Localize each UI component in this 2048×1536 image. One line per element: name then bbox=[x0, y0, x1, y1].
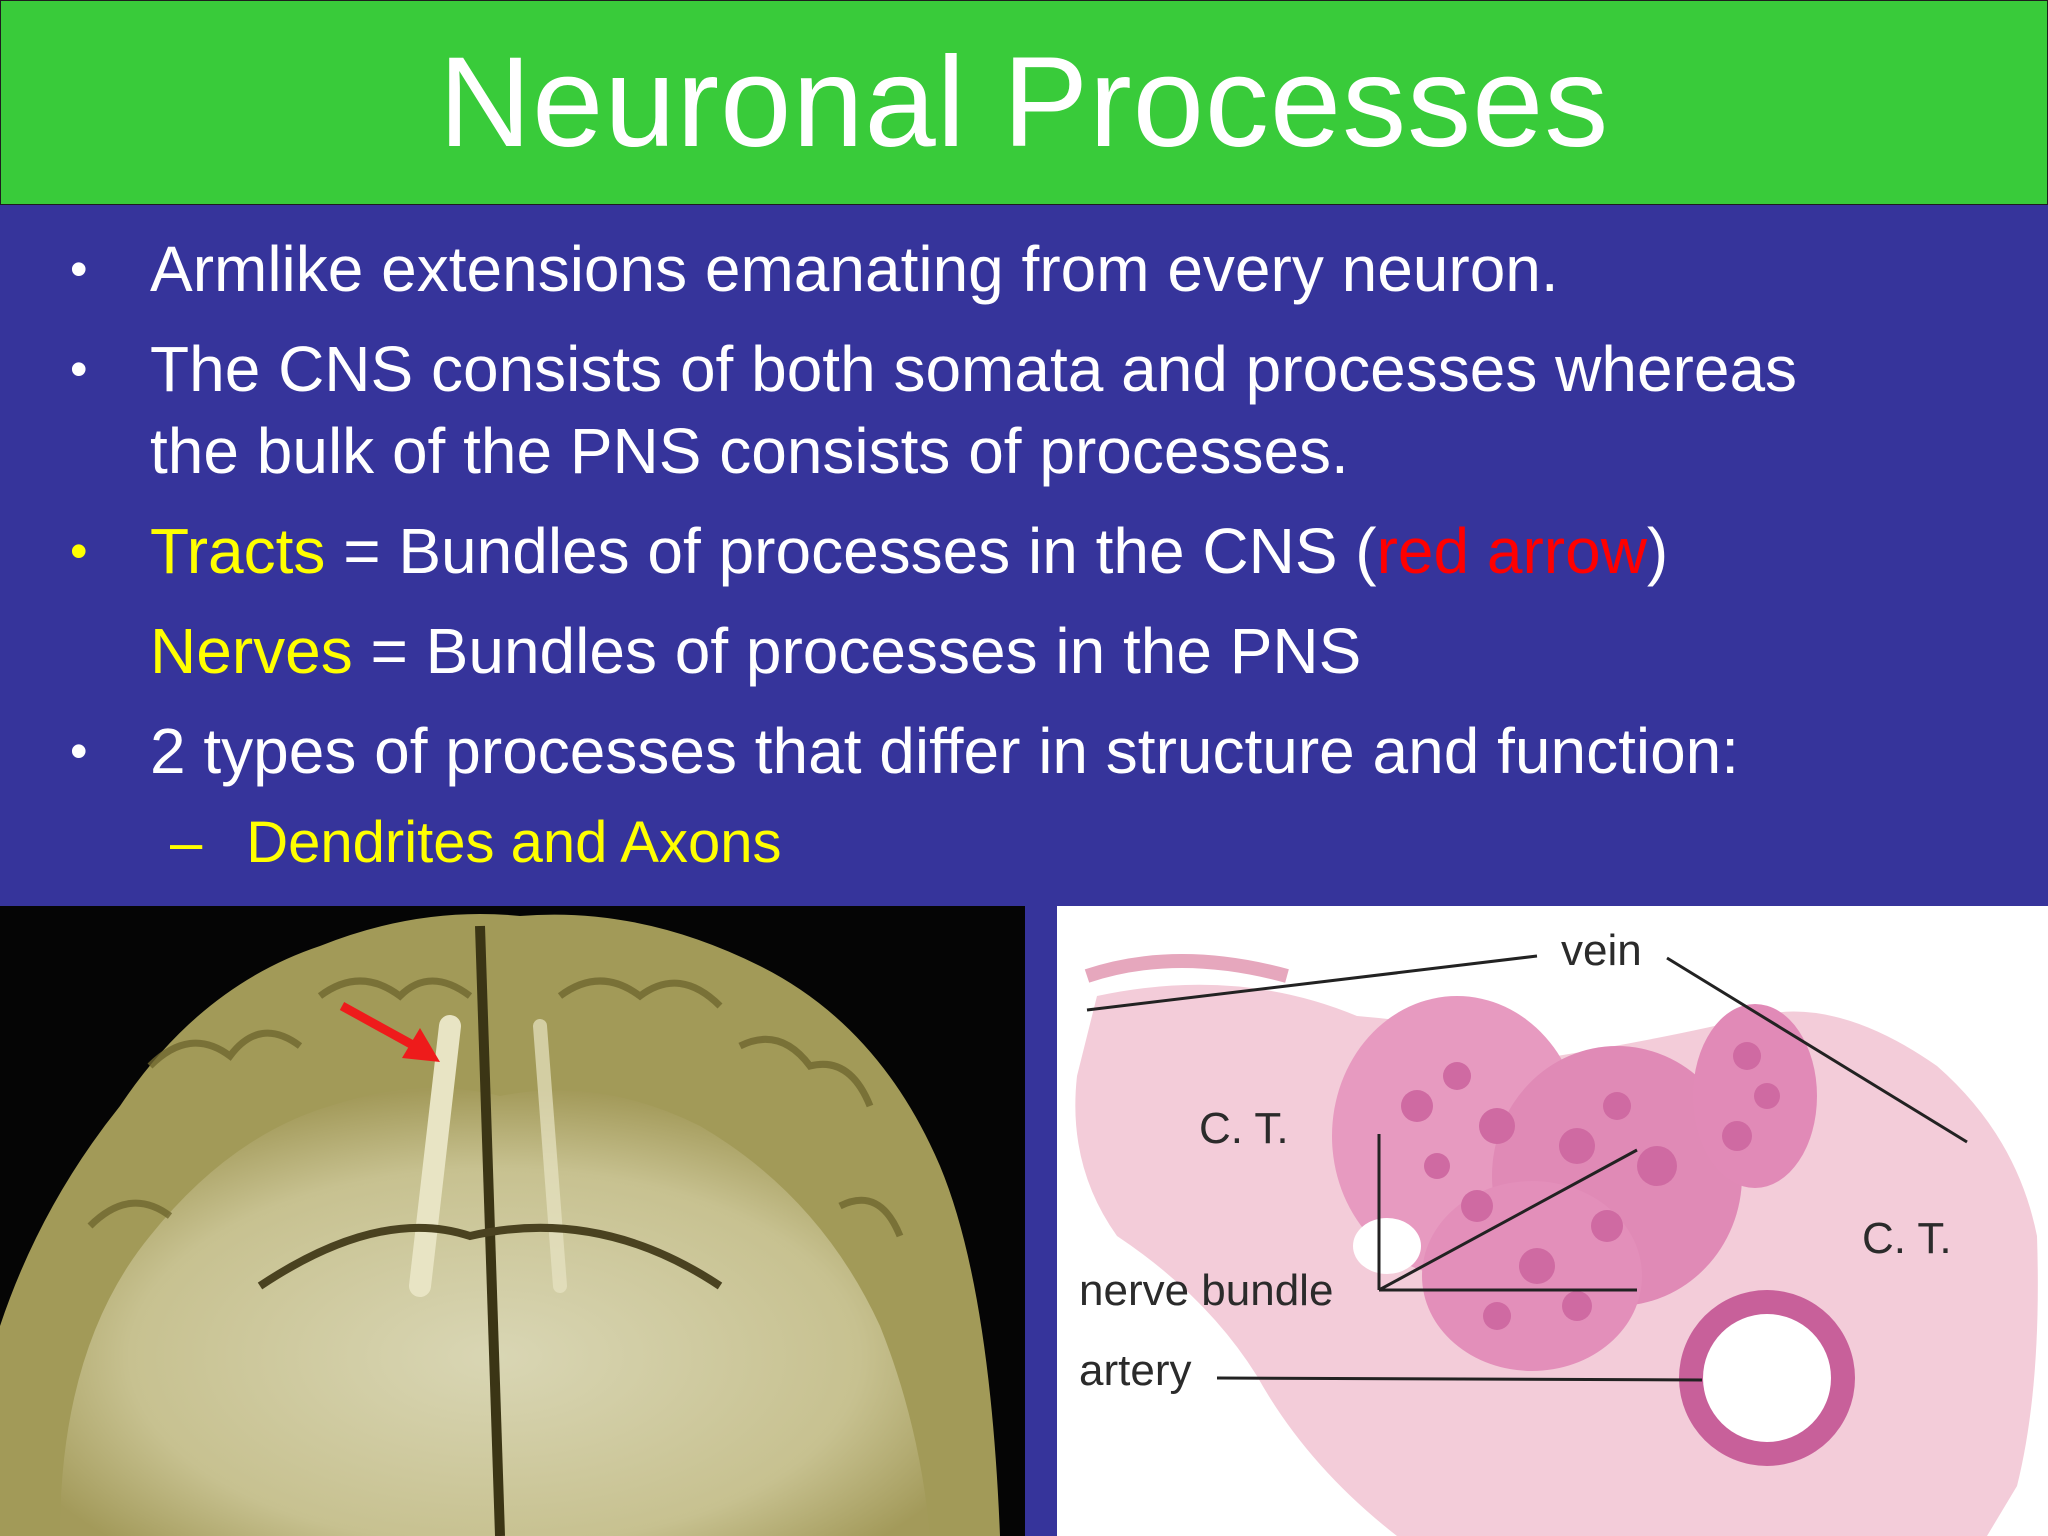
bullet-3: Tracts = Bundles of processes in the CNS… bbox=[150, 510, 1668, 592]
bullet-1: Armlike extensions emanating from every … bbox=[150, 233, 1559, 305]
term-nerves: Nerves bbox=[150, 615, 353, 687]
bullet-marker: • bbox=[70, 241, 88, 297]
bullet-4: 2 types of processes that differ in stru… bbox=[150, 715, 1740, 787]
nerves-definition: = Bundles of processes in the PNS bbox=[352, 615, 1362, 687]
title-bar: Neuronal Processes bbox=[0, 0, 2048, 205]
red-arrow-note: red arrow bbox=[1376, 515, 1647, 587]
bullet-2-line-2: the bulk of the PNS consists of processe… bbox=[150, 415, 1349, 487]
bullet-marker: • bbox=[70, 341, 88, 397]
histology-illustration bbox=[1075, 954, 2038, 1536]
sub-bullet-text: Dendrites and Axons bbox=[246, 810, 782, 875]
sub-bullet: –Dendrites and Axons bbox=[170, 802, 782, 884]
label-connective-tissue-1: C. T. bbox=[1199, 1104, 1289, 1153]
term-tracts: Tracts bbox=[150, 515, 326, 587]
histology-image: vein C. T. C. T. nerve bundle artery bbox=[1057, 906, 2048, 1536]
slide-title: Neuronal Processes bbox=[438, 31, 1610, 174]
label-vein: vein bbox=[1561, 926, 1642, 975]
close-paren: ) bbox=[1646, 515, 1669, 587]
bullet-3-nerves: Nerves = Bundles of processes in the PNS bbox=[150, 610, 1361, 692]
bullet-2-line-1: The CNS consists of both somata and proc… bbox=[150, 333, 1798, 405]
brain-section-image bbox=[0, 906, 1025, 1536]
label-nerve-bundle: nerve bundle bbox=[1079, 1266, 1334, 1315]
brain-illustration bbox=[0, 906, 1025, 1536]
bullet-marker: • bbox=[70, 723, 88, 779]
dash-marker: – bbox=[170, 810, 203, 875]
label-connective-tissue-2: C. T. bbox=[1862, 1214, 1952, 1263]
label-artery: artery bbox=[1079, 1346, 1192, 1395]
tracts-definition: = Bundles of processes in the CNS ( bbox=[325, 515, 1377, 587]
bullet-marker: • bbox=[70, 523, 88, 579]
